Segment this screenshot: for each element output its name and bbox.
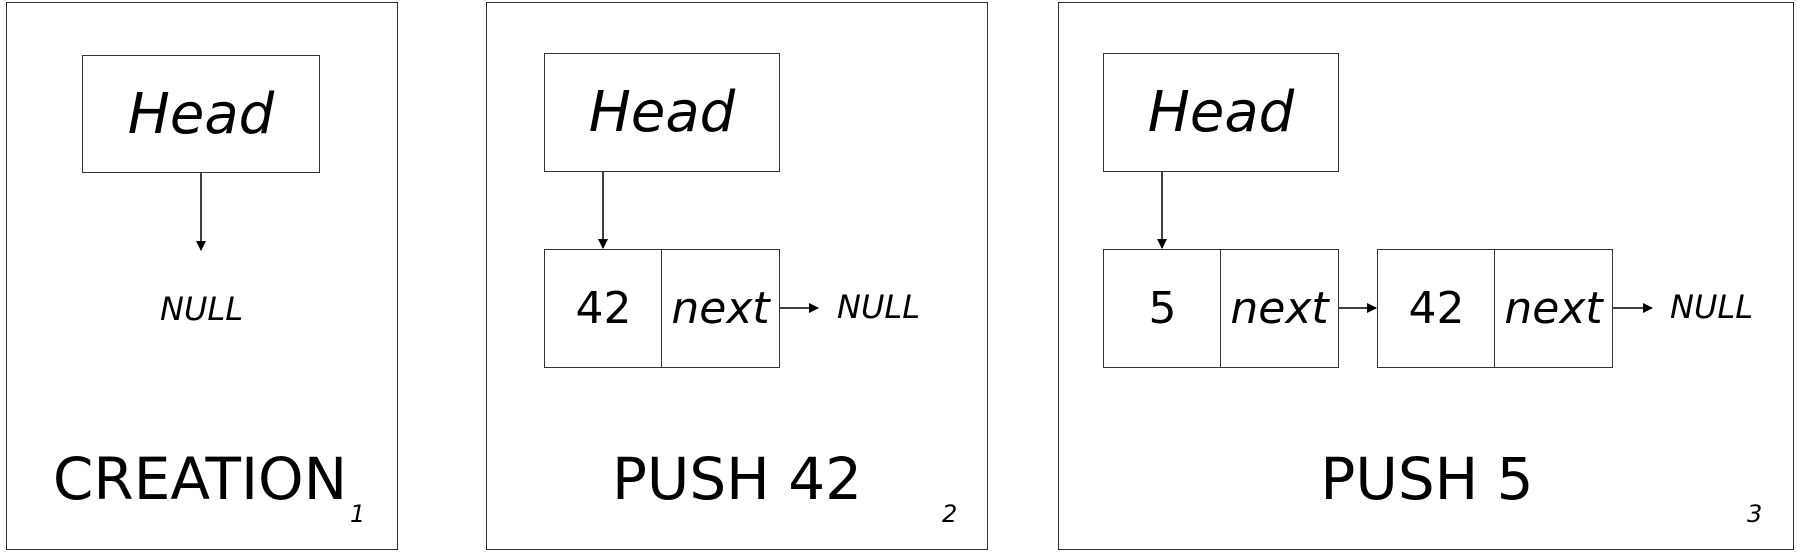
panel-title-1: CREATION: [52, 445, 348, 513]
panel-number-1: 1: [350, 500, 366, 528]
node-value-42: 42: [1377, 249, 1496, 368]
head-box-3: Head: [1103, 53, 1339, 172]
node-next-42: next: [1494, 249, 1613, 368]
null-label-1: NULL: [160, 290, 244, 328]
panel-title-2: PUSH 42: [611, 445, 863, 513]
panel-number-3: 3: [1747, 500, 1763, 528]
panel-number-2: 2: [942, 500, 958, 528]
node-value-5: 5: [1103, 249, 1222, 368]
null-label-3: NULL: [1670, 288, 1754, 326]
null-label-2: NULL: [837, 288, 921, 326]
head-box-1: Head: [82, 55, 320, 173]
node-next-5: next: [1220, 249, 1339, 368]
panel-title-3: PUSH 5: [1320, 445, 1534, 513]
node-value-42: 42: [544, 249, 663, 368]
head-box-2: Head: [544, 53, 780, 172]
node-next-42: next: [661, 249, 780, 368]
